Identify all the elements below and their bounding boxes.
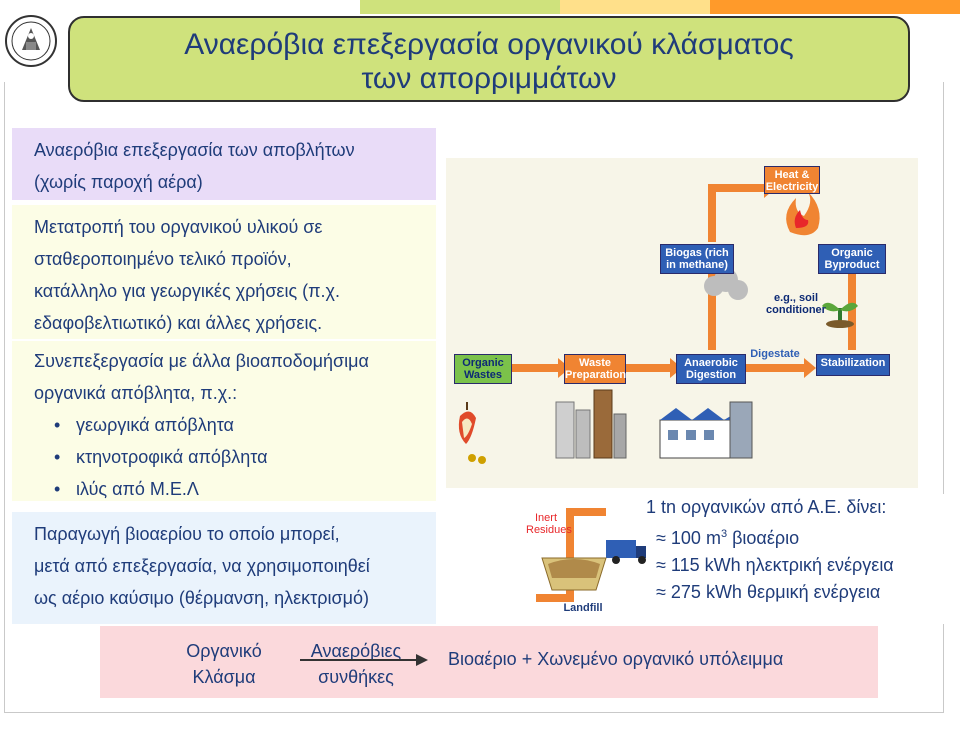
thermal-energy: 275 kWh θερμική ενέργεια (670, 582, 881, 602)
panel-co-treatment: Συνεπεξεργασία με άλλα βιοαποδομήσιμα ορ… (12, 341, 436, 505)
anaerobic-conditions-line1: Αναερόβιες (310, 641, 402, 661)
electric-energy: 115 kWh ηλεκτρική ενέργεια (670, 555, 894, 575)
co-treatment-list: γεωργικά απόβλητα κτηνοτροφικά απόβλητα … (34, 409, 436, 505)
panel2-line2: σταθεροποιημένο τελικό προϊόν, (34, 249, 292, 269)
top-stripe-green (360, 0, 560, 14)
waste-preparation-label: Waste Preparation (564, 354, 626, 384)
biogas-value: 100 m (670, 528, 721, 548)
stats-row-thermal: ≈ 275 kWh θερμική ενέργεια (646, 579, 946, 606)
panel3-line1: Συνεπεξεργασία με άλλα βιοαποδομήσιμα (34, 351, 369, 371)
panel4-line3: ως αέριο καύσιμο (θέρμανση, ηλεκτρισμό) (34, 588, 369, 608)
list-item: κτηνοτροφικά απόβλητα (54, 441, 436, 473)
slide-frame (4, 82, 944, 713)
approx-sign: ≈ (656, 582, 666, 602)
organic-fraction-line1: Οργανικό (186, 641, 262, 661)
slide-title: Αναερόβια επεξεργασία οργανικού κλάσματο… (68, 16, 910, 102)
title-line-2: των απορριμμάτων (361, 62, 617, 95)
plant-sprout-icon (822, 302, 858, 328)
cubic-superscript: 3 (720, 528, 728, 540)
university-seal-logo (4, 14, 58, 68)
list-item: ιλύς από Μ.Ε.Λ (54, 473, 436, 505)
landfill-pit-icon (541, 557, 607, 591)
list-item: γεωργικά απόβλητα (54, 409, 436, 441)
garbage-truck-icon (606, 540, 650, 564)
anaerobic-conditions-label: Αναερόβιες συνθήκες (300, 638, 412, 690)
panel1-line1: Αναερόβια επεξεργασία των αποβλήτων (34, 140, 355, 160)
organic-fraction-line2: Κλάσμα (192, 667, 256, 687)
approx-sign: ≈ (656, 555, 666, 575)
organic-fraction-label: Οργανικό Κλάσμα (166, 638, 282, 690)
stats-header: 1 tn οργανικών από Α.Ε. δίνει: (646, 497, 887, 517)
panel-anaerobic-treatment: Αναερόβια επεξεργασία των αποβλήτων (χωρ… (12, 128, 436, 200)
panel3-line2: οργανικά απόβλητα, π.χ.: (34, 383, 238, 403)
heat-electricity-label: Heat & Electricity (764, 166, 820, 194)
anaerobic-digestion-label: Anaerobic Digestion (676, 354, 746, 384)
biogas-label: Biogas (rich in methane) (660, 244, 734, 274)
panel2-line4: εδαφοβελτιωτικό) και άλλες χρήσεις. (34, 313, 323, 333)
approx-sign: ≈ (656, 528, 666, 548)
soil-conditioner-label: e.g., soil conditioner (766, 292, 826, 316)
stabilization-label: Stabilization (816, 354, 890, 376)
stats-row-electric: ≈ 115 kWh ηλεκτρική ενέργεια (646, 552, 946, 579)
top-stripe-orange (710, 0, 960, 14)
storage-tank-icon (555, 389, 627, 459)
process-diagram-graphics (458, 178, 862, 602)
arrow-right-icon (300, 654, 428, 666)
inert-residues-label: Inert Residues (526, 512, 572, 536)
yield-stats: 1 tn οργανικών από Α.Ε. δίνει: ≈ 100 m3 … (646, 494, 946, 624)
reaction-result: Βιοαέριο + Χωνεμένο οργανικό υπόλειμμα (448, 649, 784, 669)
top-stripe-yellow (560, 0, 710, 14)
panel2-line3: κατάλληλο για γεωργικές χρήσεις (π.χ. (34, 281, 340, 301)
digestate-label: Digestate (750, 348, 800, 360)
anaerobic-conditions-line2: συνθήκες (318, 667, 394, 687)
apple-core-icon (458, 402, 476, 444)
panel4-line2: μετά από επεξεργασία, να χρησιμοποιηθεί (34, 556, 370, 576)
panel-biogas-production: Παραγωγή βιοαερίου το οποίο μπορεί, μετά… (12, 512, 436, 624)
reaction-summary-bar (100, 626, 878, 698)
biogas-cloud-icon (704, 268, 748, 300)
panel1-line2: (χωρίς παροχή αέρα) (34, 172, 203, 192)
organic-wastes-label: Organic Wastes (454, 354, 512, 384)
landfill-label: Landfill (563, 602, 603, 614)
panel2-line1: Μετατροπή του οργανικού υλικού σε (34, 217, 323, 237)
stats-row-biogas: ≈ 100 m3 βιοαέριο (646, 521, 946, 552)
panel4-line1: Παραγωγή βιοαερίου το οποίο μπορεί, (34, 524, 340, 544)
biogas-text: βιοαέριο (727, 528, 800, 548)
flame-icon (786, 192, 820, 236)
panel-conversion: Μετατροπή του οργανικού υλικού σε σταθερ… (12, 205, 436, 339)
factory-icon (659, 401, 753, 459)
title-line-1: Αναερόβια επεξεργασία οργανικού κλάσματο… (184, 28, 794, 61)
organic-byproduct-label: Organic Byproduct (818, 244, 886, 274)
